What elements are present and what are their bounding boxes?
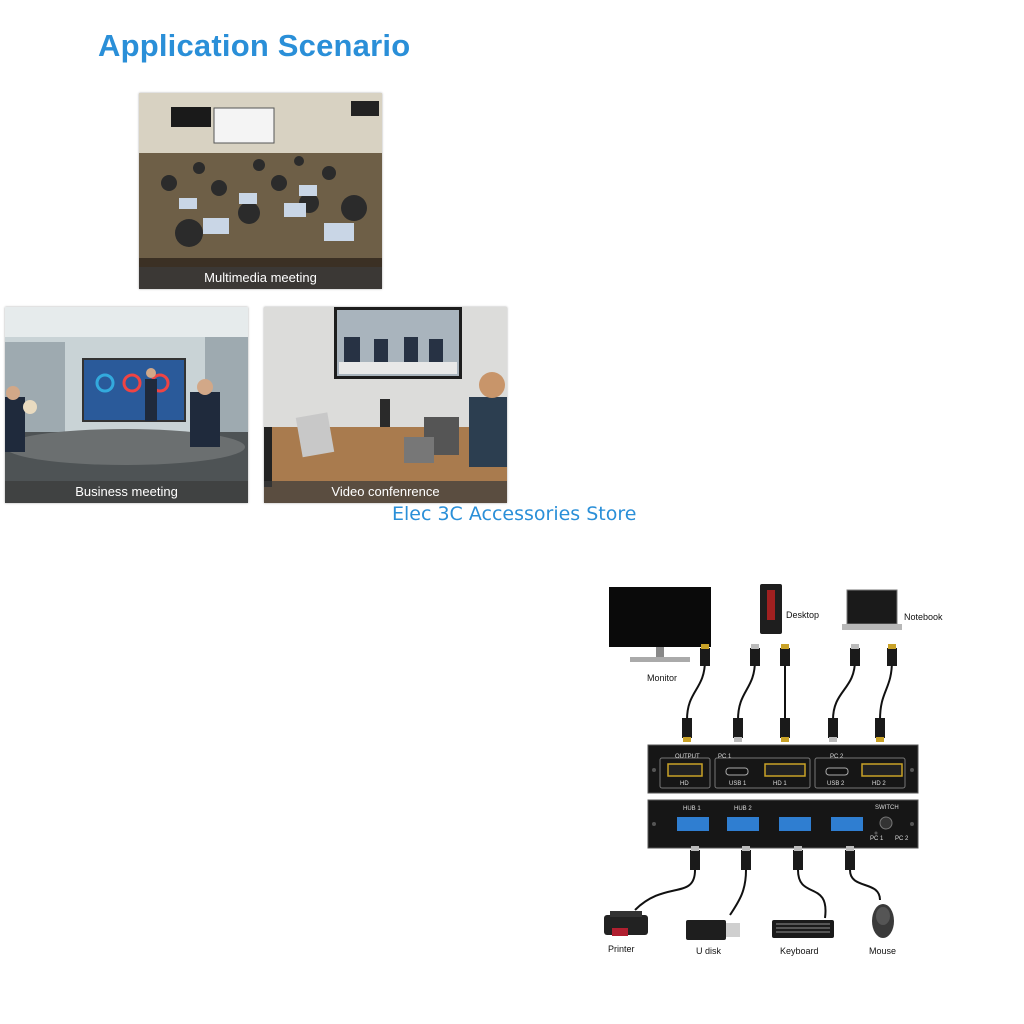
business-meeting-photo: Business meeting — [5, 307, 248, 503]
kvm-switch-bottom-panel — [647, 799, 919, 849]
mouse-icon — [872, 904, 894, 938]
monitor-label: Monitor — [647, 673, 678, 683]
keyboard-label: Keyboard — [780, 946, 819, 956]
notebook-icon — [842, 589, 902, 630]
store-name: Elec 3C Accessories Store — [392, 503, 637, 525]
port-label-pc2: PC 2 — [830, 754, 844, 760]
kvm-switch-top-panel — [647, 744, 919, 794]
photo-caption: Video confenrence — [264, 481, 507, 503]
port-label-output-hd: HD — [680, 781, 689, 787]
photo-caption: Multimedia meeting — [139, 267, 382, 289]
switch-pc1-label: PC 1 — [870, 836, 884, 842]
mouse-label: Mouse — [869, 946, 897, 956]
monitor-icon — [609, 587, 711, 662]
port-label-output: OUTPUT — [675, 754, 700, 760]
notebook-label: Notebook — [904, 612, 943, 622]
desktop-label: Desktop — [786, 610, 820, 620]
page-title: Application Scenario — [98, 28, 411, 63]
printer-label: Printer — [608, 944, 635, 954]
port-label-usb1: USB 1 — [729, 781, 747, 787]
printer-icon — [604, 911, 648, 936]
port-label-usb2: USB 2 — [827, 781, 845, 787]
udisk-icon — [686, 920, 740, 940]
port-label-hub1: HUB 1 — [683, 806, 701, 812]
photo-caption: Business meeting — [5, 481, 248, 503]
port-label-pc1: PC 1 — [718, 754, 732, 760]
port-label-hd2: HD 2 — [872, 781, 886, 787]
udisk-label: U disk — [696, 946, 722, 956]
switch-label: SWITCH — [875, 805, 899, 811]
switch-pc2-label: PC 2 — [895, 836, 909, 842]
port-label-hd1: HD 1 — [773, 781, 787, 787]
multimedia-meeting-photo: Multimedia meeting — [139, 93, 382, 289]
desktop-icon — [760, 584, 782, 634]
keyboard-icon — [772, 920, 834, 938]
video-conference-photo: Video confenrence — [264, 307, 507, 503]
port-label-hub2: HUB 2 — [734, 806, 752, 812]
connection-diagram: Monitor Desktop Notebook Printer U disk … — [590, 580, 960, 970]
